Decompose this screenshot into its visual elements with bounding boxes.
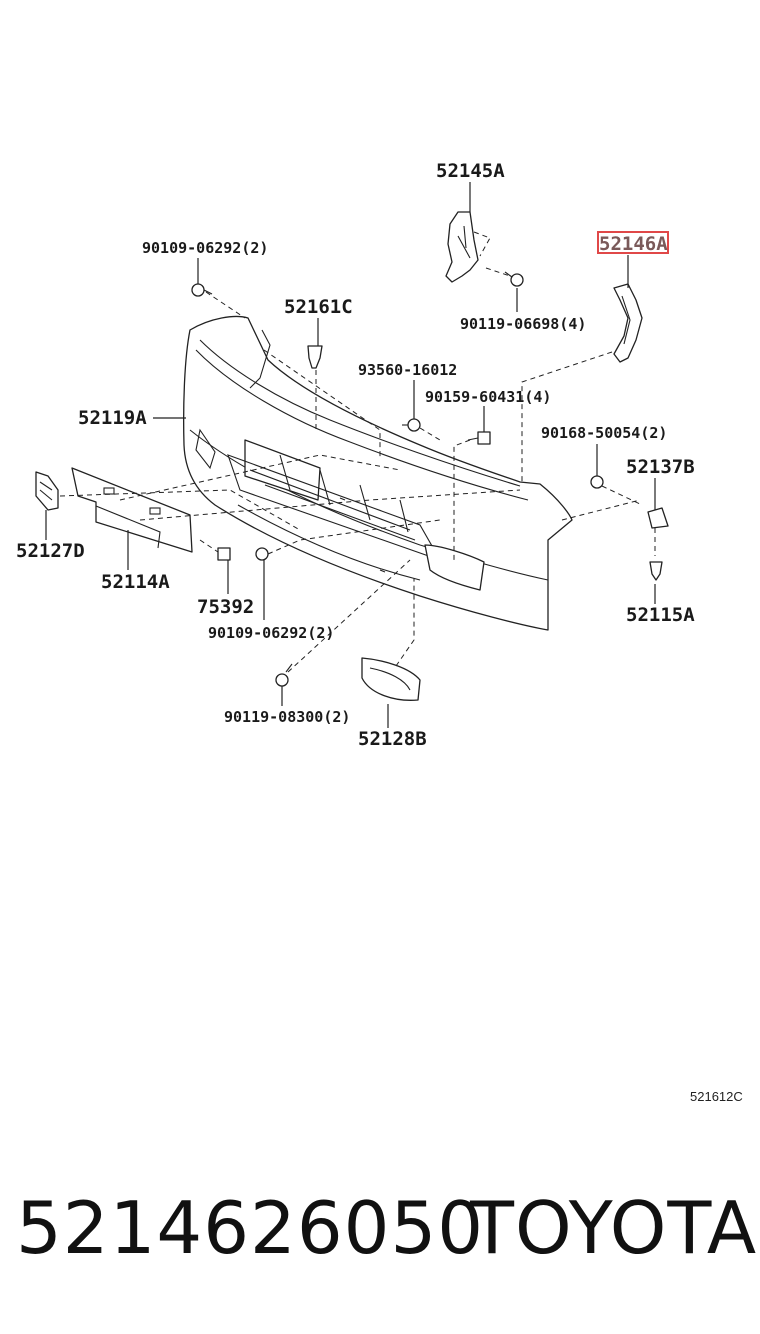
bracket-52146A-drawing xyxy=(613,283,643,363)
label-52145A: 52145A xyxy=(436,160,505,182)
leader-lines xyxy=(45,182,656,728)
label-75392: 75392 xyxy=(197,596,254,618)
nut-75392 xyxy=(217,547,231,561)
brand-name: TOYOTA xyxy=(470,1186,758,1270)
label-52127D: 52127D xyxy=(16,540,85,562)
retainer-52137B xyxy=(647,507,669,529)
footer: 5214626050 TOYOTA xyxy=(0,1186,760,1286)
clip-52161C xyxy=(307,345,323,369)
license-bracket-drawing xyxy=(71,467,193,553)
label-52114A: 52114A xyxy=(101,571,170,593)
label-90159-60431: 90159-60431(4) xyxy=(425,388,551,406)
assembly-lines xyxy=(59,267,656,673)
bracket-52145A-drawing xyxy=(445,211,491,283)
bumper-cover-drawing xyxy=(183,315,573,631)
figure-reference: 521612C xyxy=(690,1089,743,1104)
label-90119-08300: 90119-08300(2) xyxy=(224,708,350,726)
clip-52115A xyxy=(649,561,663,581)
label-90109-06292-top: 90109-06292(2) xyxy=(142,239,268,257)
screw-90109-mid xyxy=(255,547,269,561)
screw-90119-08300 xyxy=(275,663,293,687)
label-52128B: 52128B xyxy=(358,728,427,750)
side-grille-52127D-drawing xyxy=(35,471,59,511)
screw-90119-06698 xyxy=(504,271,524,287)
label-52146A: 52146A xyxy=(599,233,668,255)
highlight-box xyxy=(597,231,669,254)
screw-90168 xyxy=(590,475,604,489)
bolt-90159 xyxy=(467,431,491,445)
fasteners xyxy=(191,271,669,687)
part-number: 5214626050 xyxy=(16,1186,485,1270)
label-52115A: 52115A xyxy=(626,604,695,626)
label-52161C: 52161C xyxy=(284,296,353,318)
screw-93560 xyxy=(402,418,421,432)
fog-cover-52128B-drawing xyxy=(361,657,421,701)
screw-90109-top xyxy=(191,283,213,297)
label-52119A: 52119A xyxy=(78,407,147,429)
label-52137B: 52137B xyxy=(626,456,695,478)
label-90119-06698: 90119-06698(4) xyxy=(460,315,586,333)
label-90168-50054: 90168-50054(2) xyxy=(541,424,667,442)
label-90109-06292-mid: 90109-06292(2) xyxy=(208,624,334,642)
label-93560-16012: 93560-16012 xyxy=(358,361,457,379)
